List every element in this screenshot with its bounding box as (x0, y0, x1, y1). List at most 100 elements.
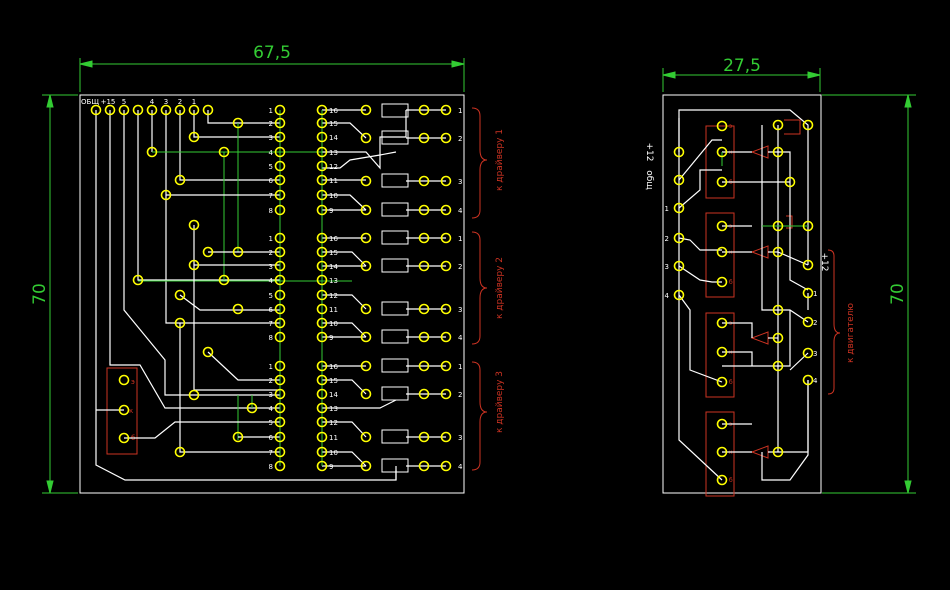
ic-right-pad (316, 388, 328, 400)
via-pad (218, 274, 230, 286)
header-pad (104, 104, 116, 116)
resistor-out-pad (418, 260, 430, 272)
via-pad (118, 404, 130, 416)
ic-pin-number-right: 10 (329, 192, 338, 200)
bus-pad (772, 246, 784, 258)
left-resistors (381, 103, 409, 473)
ic-left-pad (274, 402, 286, 414)
ic-right-pad (316, 317, 328, 329)
ic-right-pad (316, 416, 328, 428)
input-pad (673, 232, 685, 244)
resistor-out-pad (418, 431, 430, 443)
resistor-out-pad (418, 303, 430, 315)
left-transistor-pin-k: к (129, 407, 133, 415)
ic-left-pad (274, 104, 286, 116)
header-pad (160, 104, 172, 116)
input-pad (673, 146, 685, 158)
ic-pin-number-right: 9 (329, 463, 333, 471)
ic-pin-number-left: 4 (269, 405, 274, 413)
right-pads (673, 119, 814, 486)
bus-pad (772, 446, 784, 458)
transistor-pin-label: б (729, 279, 733, 286)
output-number: 1 (458, 363, 462, 371)
ic-right-pad (316, 174, 328, 186)
bus-pad (802, 220, 814, 232)
transistor-pad (716, 376, 728, 388)
ic-left-pad (274, 374, 286, 386)
ic-pin-number-left: 1 (269, 235, 273, 243)
ic-left-pad (274, 360, 286, 372)
right-top-label-common: общ (644, 170, 654, 190)
input-pad (673, 202, 685, 214)
ic-pin-number-left: 4 (269, 149, 274, 157)
via-pad (188, 389, 200, 401)
via-pad (174, 317, 186, 329)
ic-pin-number-right: 15 (329, 249, 338, 257)
ic-pin-number-right: 12 (329, 419, 338, 427)
ic-right-pad (316, 260, 328, 272)
motor-label: к двигателю (846, 303, 856, 363)
group-label-1: к драйверу 1 (495, 129, 505, 191)
ic-pin-number-left: 5 (269, 292, 273, 300)
right-transistor-boxes (705, 125, 735, 497)
ic-pin-number-left: 2 (269, 249, 273, 257)
ic-left-pad (274, 289, 286, 301)
ic-pin-number-right: 14 (329, 134, 338, 142)
resistor-in-pad (360, 132, 372, 144)
bus-pad (784, 176, 796, 188)
header-pad (90, 104, 102, 116)
left-traces (95, 109, 446, 481)
resistor-in-pad (360, 175, 372, 187)
output-number: 2 (458, 263, 462, 271)
bus-pad (802, 259, 814, 271)
bus-pad (802, 347, 814, 359)
left-transistor-pin-e: э (131, 378, 135, 386)
ic-pin-number-right: 16 (329, 363, 338, 371)
ic-pin-number-left: 7 (269, 192, 273, 200)
ic-pin-number-right: 13 (329, 149, 338, 157)
motor-bracket (827, 249, 841, 395)
via-pad (188, 219, 200, 231)
transistor-pad (716, 176, 728, 188)
ic-right-pad (316, 146, 328, 158)
ic-right-pad (316, 402, 328, 414)
transistor-pin-label: э (729, 123, 732, 130)
header-label-4: 4 (150, 98, 155, 106)
ic-pin-number-right: 11 (329, 177, 338, 185)
transistor-pad (716, 276, 728, 288)
ic-pin-number-right: 13 (329, 405, 338, 413)
input-pad (673, 174, 685, 186)
bus-pad (802, 374, 814, 386)
left-group-brackets (471, 107, 488, 471)
output-pad (440, 204, 452, 216)
transistor-pad (716, 246, 728, 258)
ic-pin-number-left: 5 (269, 163, 273, 171)
ic-left-pad (274, 189, 286, 201)
ic-pin-number-left: 1 (269, 363, 273, 371)
via-pad (174, 289, 186, 301)
transistor-pad (716, 474, 728, 486)
transistor-pad (716, 418, 728, 430)
output-pad (440, 388, 452, 400)
input-number: 4 (665, 292, 670, 300)
ic-right-pad (316, 160, 328, 172)
ic-right-pad (316, 131, 328, 143)
resistor-out-pad (418, 175, 430, 187)
output-number: 4 (458, 463, 463, 471)
right-board: 27,5 70 +12 общ +12 к двигателю экбэкбэк… (644, 56, 916, 497)
ic-left-pad (274, 460, 286, 472)
ic-pin-number-right: 15 (329, 377, 338, 385)
ic-left-pad (274, 331, 286, 343)
transistor-pad (716, 146, 728, 158)
right-traces (678, 109, 809, 481)
bus-pad (772, 332, 784, 344)
output-pad (440, 232, 452, 244)
header-label-2: +15 (101, 98, 116, 106)
ic-left-pad (274, 204, 286, 216)
input-pad (673, 289, 685, 301)
ic-pin-number-right: 11 (329, 434, 338, 442)
output-pad (440, 303, 452, 315)
output-pad (440, 360, 452, 372)
transistor-pad (716, 120, 728, 132)
via-pad (174, 446, 186, 458)
